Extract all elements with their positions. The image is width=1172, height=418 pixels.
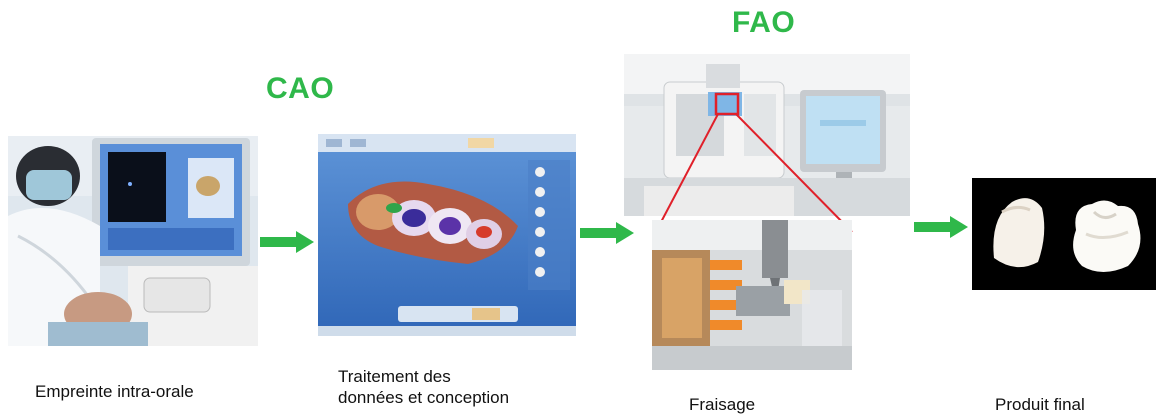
fao-title: FAO [732,6,796,39]
flow-arrow [914,216,968,243]
milling-chamber-closeup [652,220,852,370]
final-crowns-photo [972,178,1156,290]
caption-line: données et conception [338,388,510,407]
flow-arrow [580,222,634,249]
cao-title: CAO [266,72,335,105]
milling-machine-photo [624,54,910,216]
caption-data-processing-design: Traitement des données et conception [338,366,568,408]
cad-software-screenshot [318,134,576,336]
intraoral-scan-photo [8,136,258,346]
flow-arrow [260,231,314,258]
caption-intraoral-impression: Empreinte intra-orale [35,382,194,401]
caption-line: Traitement des [338,367,451,386]
caption-final-product: Produit final [995,395,1085,414]
caption-milling: Fraisage [689,395,756,414]
